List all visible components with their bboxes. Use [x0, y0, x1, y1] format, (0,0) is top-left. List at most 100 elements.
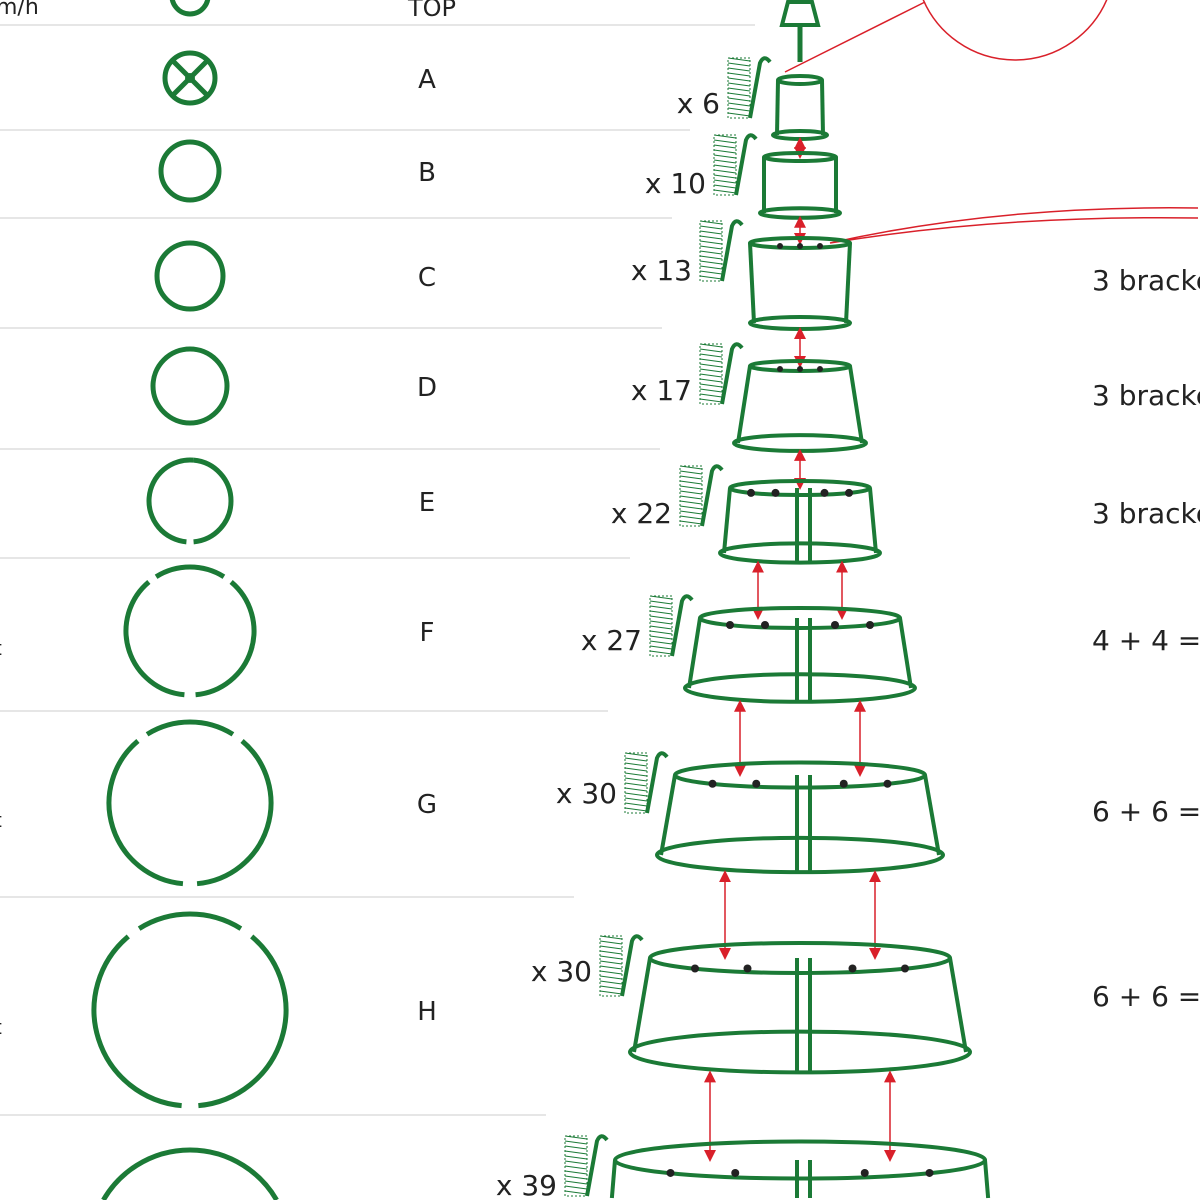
branch-hatch-line — [727, 102, 751, 107]
ring-icon — [150, 346, 230, 426]
tier-count: x 22 — [611, 497, 672, 530]
callout-arrow — [829, 207, 1199, 244]
branch-hatch-line — [713, 169, 737, 174]
branch-hatch-line — [699, 363, 723, 368]
branch-hatch-line — [699, 255, 723, 260]
ring-segment — [196, 739, 274, 887]
branch-hatch-line — [713, 159, 737, 164]
ring-segment — [198, 934, 289, 1109]
branch-hatch-line — [564, 1160, 588, 1165]
bracket-dot — [848, 964, 857, 973]
branch-hatch-line — [624, 792, 648, 797]
branch-hatch-line — [679, 495, 703, 500]
branch-hatch-line — [727, 72, 751, 77]
branch-hatch-line — [564, 1180, 588, 1185]
branch-hatch-line — [713, 139, 737, 144]
branch-hatch-line — [699, 343, 723, 348]
bracket-dot — [777, 366, 783, 372]
branch-hatch-line — [699, 260, 723, 265]
branch-hatch-line — [599, 955, 623, 960]
bracket-dot — [761, 621, 769, 629]
branch-hatch-line — [679, 520, 703, 525]
branch-hatch-line — [649, 610, 673, 615]
tier-9: x 39 — [496, 1134, 991, 1200]
tier-side — [868, 487, 878, 554]
bracket-hook — [700, 464, 724, 527]
ring-segment — [195, 580, 257, 698]
branch-hatch-line — [727, 107, 751, 112]
bracket-hook — [585, 1134, 609, 1197]
branch-hatch-line — [727, 87, 751, 92]
ring-letter: E — [419, 488, 435, 518]
branch-hatch-line — [624, 762, 648, 767]
tier-side — [923, 774, 941, 856]
branch-hatch-line — [564, 1155, 588, 1160]
branch-hatch-line — [649, 600, 673, 605]
bracket-dot — [845, 488, 853, 497]
branch-hatch-line — [649, 645, 673, 650]
branch-hatch-line — [699, 353, 723, 358]
branch-bracket-icon — [699, 219, 744, 282]
tier-side — [748, 242, 756, 324]
ring-segment — [146, 457, 194, 545]
bracket-dot — [743, 964, 752, 973]
tier-side — [775, 79, 780, 136]
tier-side — [609, 1159, 617, 1199]
tier-side — [659, 774, 677, 856]
tier-side — [898, 617, 913, 689]
branch-hatch-line — [699, 358, 723, 363]
tier-note: 4 + 4 = 8 — [1092, 624, 1200, 657]
tier-7: x 306 + 6 = 1 — [556, 751, 1200, 960]
ring-segment — [123, 580, 185, 698]
bracket-dot — [731, 1168, 740, 1177]
ring-icon — [154, 240, 226, 312]
bracket-dot — [866, 621, 874, 629]
branch-hatch-line — [699, 275, 723, 280]
tier-bottom-ring — [758, 206, 842, 220]
branch-hatch-line — [699, 383, 723, 388]
tier-count: x 39 — [496, 1169, 557, 1200]
tier-note: 3 bracke — [1092, 264, 1200, 297]
bracket-hook — [734, 133, 758, 196]
branch-hatch-line — [624, 787, 648, 792]
bracket-dot — [817, 243, 823, 249]
branch-hatch-line — [727, 97, 751, 102]
ring-letter: D — [417, 373, 437, 403]
branch-hatch-line — [564, 1175, 588, 1180]
branch-hatch-line — [679, 480, 703, 485]
branch-hatch-line — [727, 62, 751, 67]
branch-hatch-line — [564, 1170, 588, 1175]
tier-bottom-ring — [628, 1029, 972, 1075]
branch-hatch-line — [624, 767, 648, 772]
tier-count: x 17 — [631, 374, 692, 407]
tier-count: x 30 — [556, 777, 617, 810]
tier-6: x 274 + 4 = 8 — [581, 594, 1200, 777]
branch-hatch-line — [699, 378, 723, 383]
bracket-hook — [748, 56, 772, 119]
branch-hatch-line — [699, 230, 723, 235]
ring-letter: C — [418, 263, 436, 293]
ring-h: Ht — [0, 911, 437, 1109]
branch-hatch-line — [624, 782, 648, 787]
ring-c: C — [154, 240, 436, 312]
tier-4: x 173 bracke — [631, 342, 1200, 490]
tier-side — [722, 487, 732, 554]
branch-bracket-icon — [699, 342, 744, 405]
tier-count: x 10 — [645, 167, 706, 200]
ring-d: D — [150, 346, 437, 426]
tier-bottom-ring — [655, 835, 945, 875]
ring-a: A — [162, 50, 436, 106]
branch-hatch-line — [699, 388, 723, 393]
branch-bracket-icon — [564, 1134, 609, 1197]
branch-hatch-line — [599, 935, 623, 940]
bracket-dot — [901, 964, 909, 973]
branch-hatch-line — [699, 225, 723, 230]
branch-hatch-line — [713, 134, 737, 139]
ring-side-text: t — [0, 1015, 2, 1039]
branch-bracket-icon — [599, 934, 644, 997]
branch-hatch-line — [649, 615, 673, 620]
tier-side — [948, 957, 968, 1053]
branch-hatch-line — [624, 802, 648, 807]
branch-hatch-line — [624, 777, 648, 782]
